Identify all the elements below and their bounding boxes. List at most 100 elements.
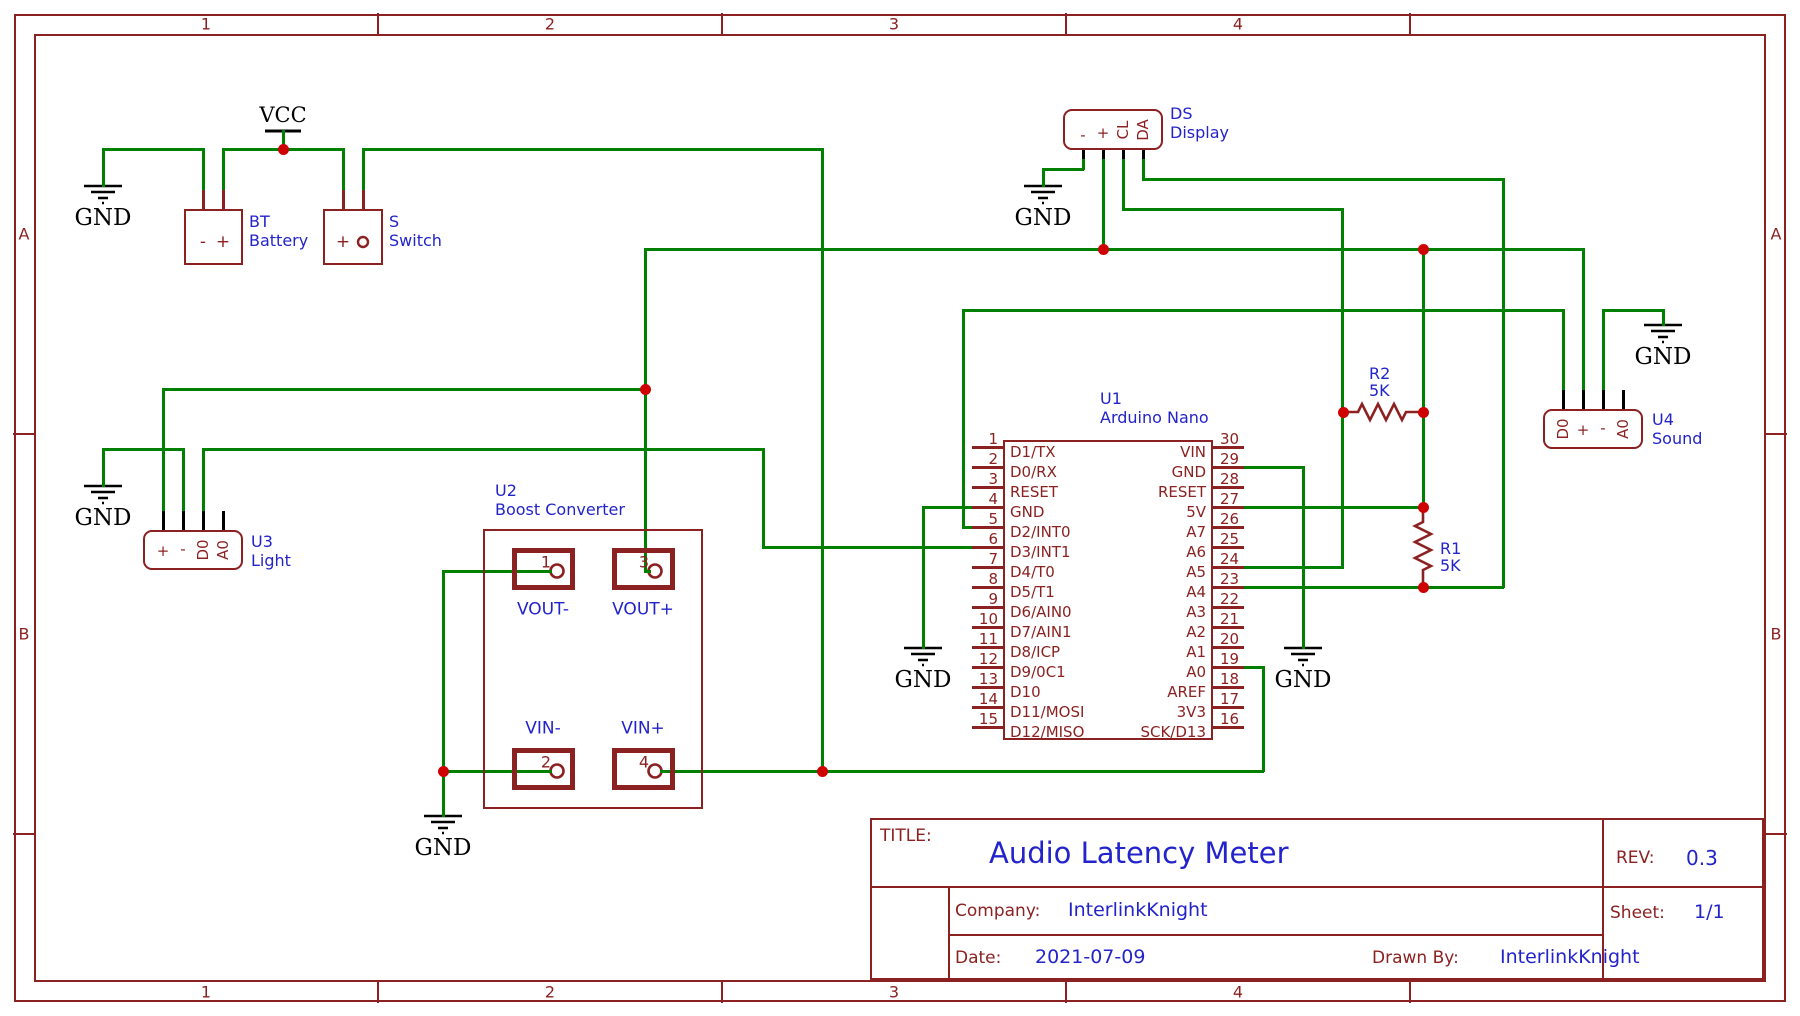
arduino-pin-stub <box>1212 606 1244 609</box>
title-block-divider <box>948 886 950 978</box>
boost-pad <box>612 748 675 790</box>
pin-stub <box>1582 390 1585 410</box>
boost-converter-component <box>483 529 703 809</box>
wire <box>1122 157 1125 210</box>
arduino-pin-name: A0 <box>1186 663 1206 681</box>
arduino-pin-name: D2/INT0 <box>1010 523 1071 541</box>
wire <box>1262 666 1265 772</box>
arduino-pin-number: 18 <box>1220 670 1240 688</box>
arduino-pin-stub <box>1212 686 1244 689</box>
wire <box>962 526 974 529</box>
arduino-pin-name: A4 <box>1186 583 1206 601</box>
arduino-pin-number: 9 <box>988 590 998 608</box>
wire <box>644 248 647 572</box>
arduino-pin-name: SCK/D13 <box>1140 723 1206 741</box>
frame-tick <box>13 433 35 435</box>
arduino-pin-stub <box>1212 466 1244 469</box>
display-pin-label: CL <box>1114 120 1132 140</box>
resistor-r1-symbol <box>1412 507 1434 587</box>
boost-ref: U2 <box>495 481 517 500</box>
wire <box>762 448 765 548</box>
battery-component <box>184 209 243 265</box>
light-value: Light <box>251 551 291 570</box>
arduino-pin-stub <box>1212 726 1244 729</box>
display-pin-label: DA <box>1134 119 1152 141</box>
arduino-pin-name: D5/T1 <box>1010 583 1055 601</box>
frame-row-label: A <box>1770 224 1782 244</box>
wire <box>1242 586 1504 589</box>
wire <box>762 546 974 549</box>
arduino-pin-name: AREF <box>1167 683 1206 701</box>
arduino-pin-stub <box>972 446 1004 449</box>
light-pin-label: - <box>180 540 186 558</box>
switch-contact-icon <box>356 235 370 249</box>
arduino-pin-stub <box>972 466 1004 469</box>
arduino-pin-name: D11/MOSI <box>1010 703 1085 721</box>
boost-pad-label: VIN+ <box>621 718 665 739</box>
wire <box>1562 309 1565 392</box>
arduino-pin-stub <box>1212 646 1244 649</box>
arduino-pin-name: D7/AIN1 <box>1010 623 1072 641</box>
wire <box>644 570 651 573</box>
arduino-pin-stub <box>972 626 1004 629</box>
wire <box>1122 208 1343 211</box>
arduino-pin-number: 11 <box>978 630 998 648</box>
wire <box>442 770 552 773</box>
arduino-pin-stub <box>972 726 1004 729</box>
frame-tick <box>721 13 723 35</box>
arduino-pin-name: GND <box>1010 503 1045 521</box>
arduino-pin-stub <box>972 486 1004 489</box>
arduino-pin-stub <box>972 526 1004 529</box>
wire <box>1602 309 1605 392</box>
sound-value: Sound <box>1652 429 1703 448</box>
wire <box>182 448 185 513</box>
company-label: Company: <box>955 901 1041 921</box>
boost-pad-label: VOUT- <box>516 599 570 620</box>
frame-column-label: 3 <box>888 982 900 1002</box>
arduino-pin-number: 10 <box>978 610 998 628</box>
gnd-net-label: GND <box>1634 344 1692 370</box>
junction-dot <box>817 766 828 777</box>
frame-column-label: 4 <box>1232 982 1244 1002</box>
light-pin-label: + <box>156 542 170 560</box>
arduino-pin-number: 16 <box>1220 710 1240 728</box>
frame-column-label: 1 <box>200 982 212 1002</box>
boost-pad <box>512 548 575 590</box>
arduino-pin-number: 2 <box>988 450 998 468</box>
arduino-pin-name: A7 <box>1186 523 1206 541</box>
frame-column-label: 1 <box>200 14 212 34</box>
gnd-net-label: GND <box>74 505 132 531</box>
arduino-pin-number: 15 <box>978 710 998 728</box>
date-label: Date: <box>955 948 1002 968</box>
boost-pad <box>612 548 675 590</box>
arduino-ref: U1 <box>1100 389 1122 408</box>
wire <box>1142 178 1504 181</box>
wire <box>1242 506 1424 509</box>
arduino-pin-number: 26 <box>1220 510 1240 528</box>
switch-component <box>323 209 383 265</box>
wire <box>821 148 824 772</box>
sheet-label: Sheet: <box>1610 903 1665 923</box>
gnd-net-label: GND <box>1014 205 1072 231</box>
wire <box>342 148 345 192</box>
pin-stub <box>162 511 165 531</box>
wire <box>362 148 365 192</box>
boost-pad-label: VOUT+ <box>612 599 674 620</box>
frame-tick <box>1409 13 1411 35</box>
wire <box>1302 466 1305 649</box>
r2-value: 5K <box>1369 381 1390 400</box>
arduino-pin-number: 3 <box>988 470 998 488</box>
arduino-pin-stub <box>1212 626 1244 629</box>
arduino-pin-number: 29 <box>1220 450 1240 468</box>
arduino-pin-number: 24 <box>1220 550 1240 568</box>
wire <box>922 506 925 649</box>
drawn-by-label: Drawn By: <box>1372 948 1459 968</box>
switch-value: Switch <box>389 231 442 250</box>
junction-dot <box>1338 407 1349 418</box>
wire <box>102 148 105 187</box>
sound-sensor-component <box>1543 409 1643 449</box>
junction-dot <box>1418 244 1429 255</box>
sound-ref: U4 <box>1652 410 1674 429</box>
resistor-r2-symbol <box>1343 401 1423 423</box>
junction-dot <box>1098 244 1109 255</box>
